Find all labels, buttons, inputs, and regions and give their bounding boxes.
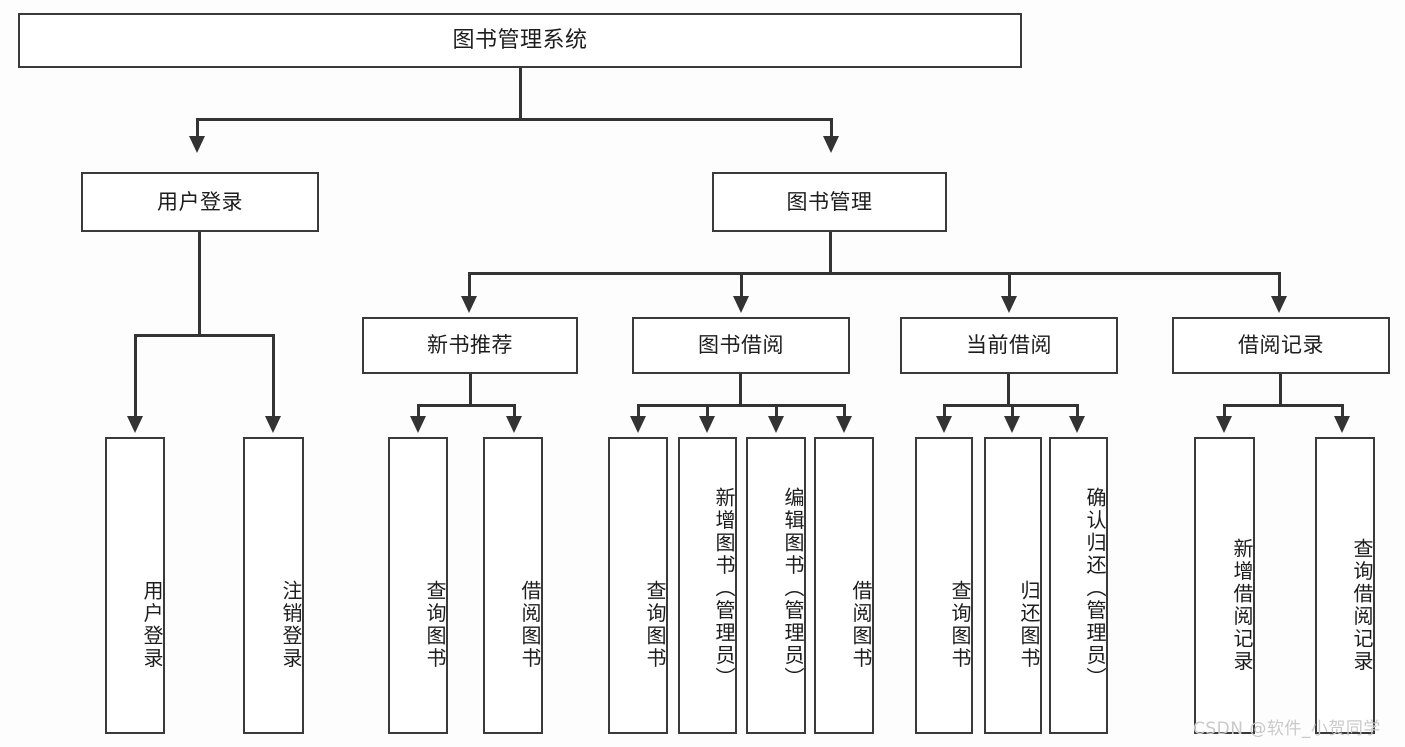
arrowhead-to-leaf-borrow-book-2 (836, 416, 852, 433)
node-label: 编辑图书（管理员） (781, 487, 805, 690)
edge-root-bus (196, 118, 833, 121)
arrowhead-to-leaf-add-book (699, 416, 715, 433)
node-root-system[interactable]: 图书管理系统 (18, 13, 1022, 68)
edge-book-manage-to-current-borrow (1008, 272, 1011, 298)
node-label: 新增图书（管理员） (712, 487, 736, 690)
node-new-book-recommend[interactable]: 新书推荐 (362, 317, 578, 374)
arrowhead-to-leaf-return-book (1004, 416, 1020, 433)
edge-current-borrow-to-leaf-3 (1076, 404, 1079, 418)
arrowhead-to-leaf-user-login (127, 416, 143, 433)
node-label: 查询图书 (643, 579, 667, 670)
leaf-confirm-return[interactable]: 确认归还（管理员） (1049, 437, 1108, 734)
edge-borrow-record-to-leaf-2 (1341, 404, 1344, 418)
edge-current-borrow-stem (1007, 374, 1010, 406)
leaf-query-book-1[interactable]: 查询图书 (388, 437, 448, 734)
node-label: 图书借阅 (698, 333, 784, 358)
edge-book-borrow-to-leaf-1 (637, 404, 640, 418)
arrowhead-to-leaf-borrow-book-1 (506, 416, 522, 433)
edge-user-login-stem (198, 232, 201, 336)
node-label: 借阅图书 (849, 579, 873, 670)
edge-new-book-to-leaf-2 (513, 404, 516, 418)
edge-book-manage-to-new-book (468, 272, 471, 298)
edge-current-borrow-to-leaf-2 (1011, 404, 1014, 418)
node-user-login[interactable]: 用户登录 (81, 172, 319, 232)
leaf-query-record[interactable]: 查询借阅记录 (1315, 437, 1375, 734)
node-borrow-record[interactable]: 借阅记录 (1172, 317, 1390, 374)
leaf-add-book[interactable]: 新增图书（管理员） (678, 437, 737, 734)
arrowhead-to-borrow-record (1271, 296, 1287, 313)
edge-user-login-to-leaf-2 (272, 334, 275, 418)
csdn-watermark: CSDN @软件_小贺同学 (1193, 714, 1381, 739)
edge-book-borrow-bus (637, 404, 845, 407)
node-label: 注销登录 (279, 579, 303, 670)
node-label: 新书推荐 (427, 333, 513, 358)
arrowhead-to-new-book-recommend (461, 296, 477, 313)
node-label: 用户登录 (157, 189, 243, 214)
node-label: 查询图书 (423, 579, 447, 670)
edge-book-borrow-to-leaf-3 (775, 404, 778, 418)
edge-current-borrow-bus (943, 404, 1078, 407)
edge-current-borrow-to-leaf-1 (943, 404, 946, 418)
leaf-borrow-book-2[interactable]: 借阅图书 (814, 437, 874, 734)
edge-book-borrow-to-leaf-2 (706, 404, 709, 418)
node-label: 图书管理系统 (452, 27, 588, 53)
node-label: 查询图书 (948, 579, 972, 670)
arrowhead-to-leaf-query-book-2 (630, 416, 646, 433)
arrowhead-to-book-manage (823, 136, 839, 153)
arrowhead-to-leaf-query-book-1 (410, 416, 426, 433)
edge-root-to-user-login (196, 118, 199, 138)
edge-user-login-to-leaf-1 (134, 334, 137, 418)
edge-root-to-book-manage (830, 118, 833, 138)
arrowhead-to-leaf-add-record (1216, 416, 1232, 433)
edge-new-book-bus (417, 404, 515, 407)
node-label: 图书管理 (786, 189, 873, 214)
node-book-manage[interactable]: 图书管理 (712, 172, 947, 232)
arrowhead-to-leaf-confirm-return (1069, 416, 1085, 433)
leaf-add-record[interactable]: 新增借阅记录 (1194, 437, 1255, 734)
arrowhead-to-leaf-query-book-3 (936, 416, 952, 433)
edge-book-borrow-stem (739, 374, 742, 406)
arrowhead-to-leaf-user-logout (265, 416, 281, 433)
arrowhead-to-current-borrow (1001, 296, 1017, 313)
node-label: 归还图书 (1017, 579, 1041, 670)
leaf-user-login[interactable]: 用户登录 (105, 437, 165, 734)
arrowhead-to-leaf-query-record (1334, 416, 1350, 433)
edge-root-stem (519, 68, 522, 120)
edge-book-manage-bus (468, 272, 1280, 275)
edge-borrow-record-stem (1279, 374, 1282, 406)
node-label: 查询借阅记录 (1350, 538, 1374, 673)
node-label: 借阅记录 (1238, 333, 1324, 358)
edge-book-manage-to-borrow-record (1278, 272, 1281, 298)
watermark-text: CSDN @软件_小贺同学 (1193, 719, 1381, 739)
edge-book-manage-stem (829, 232, 832, 274)
node-label: 借阅图书 (518, 579, 542, 670)
node-label: 新增借阅记录 (1230, 538, 1254, 673)
node-label: 确认归还（管理员） (1083, 487, 1107, 690)
edge-user-login-bus (134, 334, 274, 337)
arrowhead-to-book-borrow (733, 296, 749, 313)
edge-book-borrow-to-leaf-4 (843, 404, 846, 418)
edge-new-book-stem (469, 374, 472, 406)
node-book-borrow[interactable]: 图书借阅 (632, 317, 850, 374)
arrowhead-to-leaf-edit-book (768, 416, 784, 433)
leaf-query-book-3[interactable]: 查询图书 (915, 437, 973, 734)
node-label: 用户登录 (140, 579, 164, 670)
edge-book-manage-to-book-borrow (740, 272, 743, 298)
leaf-borrow-book-1[interactable]: 借阅图书 (483, 437, 543, 734)
edge-borrow-record-bus (1223, 404, 1343, 407)
leaf-user-logout[interactable]: 注销登录 (243, 437, 304, 734)
arrowhead-to-user-login (189, 136, 205, 153)
leaf-return-book[interactable]: 归还图书 (984, 437, 1042, 734)
leaf-edit-book[interactable]: 编辑图书（管理员） (746, 437, 806, 734)
edge-borrow-record-to-leaf-1 (1223, 404, 1226, 418)
node-current-borrow[interactable]: 当前借阅 (900, 317, 1118, 374)
node-label: 当前借阅 (966, 333, 1052, 358)
edge-new-book-to-leaf-1 (417, 404, 420, 418)
leaf-query-book-2[interactable]: 查询图书 (608, 437, 668, 734)
